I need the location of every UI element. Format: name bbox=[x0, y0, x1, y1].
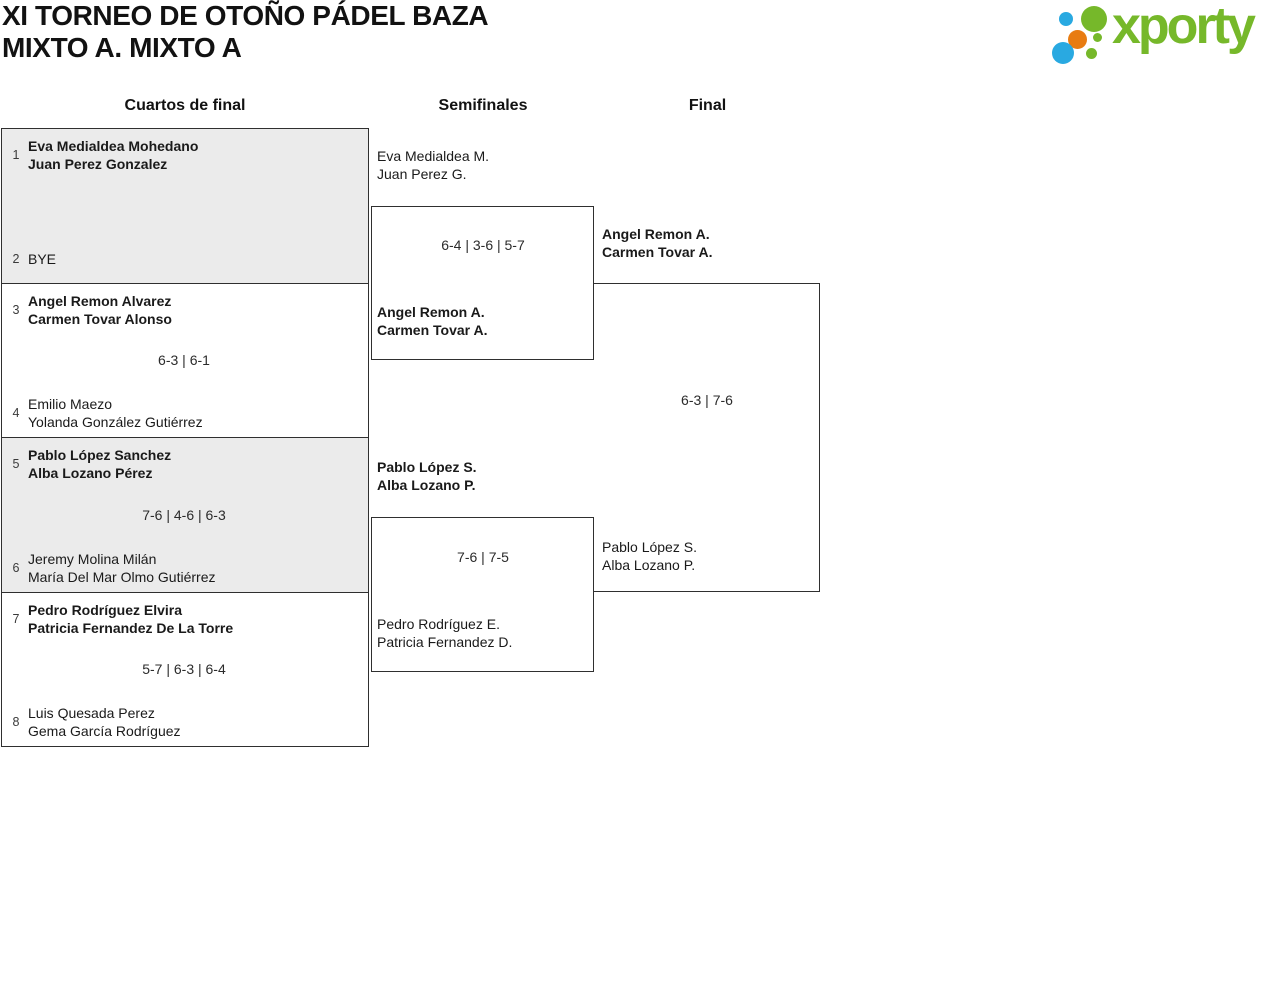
player-name: Juan Perez G. bbox=[377, 166, 467, 182]
qf2-score: 6-3 | 6-1 bbox=[158, 352, 210, 369]
sf2-connector-box bbox=[371, 517, 594, 672]
qf-match-2: 3 Angel Remon Alvarez Carmen Tovar Alons… bbox=[2, 284, 368, 438]
seed-number: 4 bbox=[12, 406, 20, 420]
team-names: Jeremy Molina Milán María Del Mar Olmo G… bbox=[28, 550, 215, 586]
sf2-team-top: Pablo López S. Alba Lozano P. bbox=[377, 458, 477, 494]
player-name: Emilio Maezo bbox=[28, 396, 113, 412]
tournament-name: XI TORNEO DE OTOÑO PÁDEL BAZA bbox=[2, 0, 489, 31]
seed-number: 5 bbox=[12, 457, 20, 471]
player-name: Jeremy Molina Milán bbox=[28, 550, 157, 567]
team-names: Angel Remon Alvarez Carmen Tovar Alonso bbox=[28, 292, 172, 328]
seed-number: 1 bbox=[12, 148, 20, 162]
sf1-team-bottom: Angel Remon A. Carmen Tovar A. bbox=[377, 303, 487, 339]
player-name: Patricia Fernandez D. bbox=[377, 634, 513, 650]
player-name: Patricia Fernandez De La Torre bbox=[28, 619, 234, 636]
team-names: Eva Medialdea Mohedano Juan Perez Gonzal… bbox=[28, 137, 198, 173]
player-name: María Del Mar Olmo Gutiérrez bbox=[28, 568, 216, 585]
seed-number: 3 bbox=[12, 302, 20, 317]
sf1-team-top: Eva Medialdea M. Juan Perez G. bbox=[377, 147, 489, 183]
final-team-bottom: Pablo López S. Alba Lozano P. bbox=[602, 538, 697, 574]
player-name: Carmen Tovar A. bbox=[377, 322, 488, 338]
player-name: Juan Perez Gonzalez bbox=[28, 156, 168, 172]
logo-dot-orange-icon bbox=[1068, 30, 1087, 49]
logo-dot-blue-small-icon bbox=[1059, 12, 1073, 26]
qf3-team-top: 5 Pablo López Sanchez Alba Lozano Pérez bbox=[10, 446, 358, 482]
page-title: XI TORNEO DE OTOÑO PÁDEL BAZA MIXTO A. M… bbox=[2, 0, 489, 64]
qf2-team-top: 3 Angel Remon Alvarez Carmen Tovar Alons… bbox=[10, 292, 358, 328]
qf-match-3: 5 Pablo López Sanchez Alba Lozano Pérez … bbox=[2, 438, 368, 593]
logo-dot-green-small-icon bbox=[1086, 48, 1097, 59]
player-name: Angel Remon Alvarez bbox=[28, 292, 172, 309]
qf3-score: 7-6 | 4-6 | 6-3 bbox=[142, 506, 226, 523]
team-names: Pablo López Sanchez Alba Lozano Pérez bbox=[28, 446, 171, 482]
player-name: Yolanda González Gutiérrez bbox=[28, 414, 203, 430]
qf4-team-bottom: 8 Luis Quesada Perez Gema García Rodrígu… bbox=[10, 704, 358, 740]
player-name: Pablo López S. bbox=[602, 539, 697, 555]
logo-dot-blue-large-icon bbox=[1052, 42, 1074, 64]
team-names: Luis Quesada Perez Gema García Rodríguez bbox=[28, 704, 181, 740]
player-name: Eva Medialdea M. bbox=[377, 148, 490, 164]
round-header-quarterfinals: Cuartos de final bbox=[124, 97, 246, 114]
qf1-team-top: 1 Eva Medialdea Mohedano Juan Perez Gonz… bbox=[10, 137, 358, 173]
qf4-score: 5-7 | 6-3 | 6-4 bbox=[142, 661, 226, 678]
category-name: MIXTO A. MIXTO A bbox=[2, 32, 242, 63]
player-name: Angel Remon A. bbox=[602, 226, 710, 242]
quarterfinals-column: 1 Eva Medialdea Mohedano Juan Perez Gonz… bbox=[1, 128, 369, 747]
team-names: Pedro Rodríguez Elvira Patricia Fernande… bbox=[28, 601, 233, 637]
player-name: Alba Lozano Pérez bbox=[28, 465, 153, 481]
player-name: Pedro Rodríguez E. bbox=[377, 616, 500, 632]
logo-dot-green-large-icon bbox=[1081, 6, 1107, 32]
player-name: Carmen Tovar Alonso bbox=[28, 310, 172, 327]
logo-dot-green-tiny-icon bbox=[1093, 33, 1102, 42]
seed-number: 2 bbox=[12, 251, 20, 266]
team-names: BYE bbox=[28, 250, 56, 268]
sf2-team-bottom: Pedro Rodríguez E. Patricia Fernandez D. bbox=[377, 615, 512, 651]
qf-match-4: 7 Pedro Rodríguez Elvira Patricia Fernan… bbox=[2, 593, 368, 747]
team-names: Emilio Maezo Yolanda González Gutiérrez bbox=[28, 395, 203, 431]
sf1-connector-box bbox=[371, 206, 594, 360]
player-name: Carmen Tovar A. bbox=[602, 244, 713, 260]
final-connector-box bbox=[594, 283, 820, 592]
sf2-score: 7-6 | 7-5 bbox=[457, 549, 509, 565]
player-name: Alba Lozano P. bbox=[602, 557, 696, 573]
round-header-final: Final bbox=[688, 97, 727, 114]
sf1-score: 6-4 | 3-6 | 5-7 bbox=[441, 237, 525, 253]
player-name: BYE bbox=[28, 250, 57, 267]
final-team-top: Angel Remon A. Carmen Tovar A. bbox=[602, 225, 712, 261]
player-name: Pablo López S. bbox=[377, 459, 477, 475]
qf3-team-bottom: 6 Jeremy Molina Milán María Del Mar Olmo… bbox=[10, 550, 358, 586]
player-name: Alba Lozano P. bbox=[377, 477, 476, 493]
player-name: Luis Quesada Perez bbox=[28, 705, 155, 721]
final-score: 6-3 | 7-6 bbox=[681, 392, 733, 408]
qf2-team-bottom: 4 Emilio Maezo Yolanda González Gutiérre… bbox=[10, 395, 358, 431]
player-name: Gema García Rodríguez bbox=[28, 723, 181, 739]
seed-number: 6 bbox=[12, 560, 20, 575]
qf1-team-bottom: 2 BYE bbox=[10, 241, 358, 277]
seed-number: 8 bbox=[12, 715, 20, 729]
round-header-semifinals: Semifinales bbox=[438, 97, 528, 114]
xporty-logo-text: xporty bbox=[1112, 0, 1256, 55]
qf1-score bbox=[10, 198, 358, 216]
player-name: Eva Medialdea Mohedano bbox=[28, 138, 199, 154]
player-name: Angel Remon A. bbox=[377, 304, 485, 320]
qf4-team-top: 7 Pedro Rodríguez Elvira Patricia Fernan… bbox=[10, 601, 358, 637]
player-name: Pablo López Sanchez bbox=[28, 447, 172, 463]
qf-match-1: 1 Eva Medialdea Mohedano Juan Perez Gonz… bbox=[2, 129, 368, 284]
seed-number: 7 bbox=[12, 611, 20, 626]
xporty-logo: xporty bbox=[1050, 0, 1278, 72]
player-name: Pedro Rodríguez Elvira bbox=[28, 601, 183, 618]
